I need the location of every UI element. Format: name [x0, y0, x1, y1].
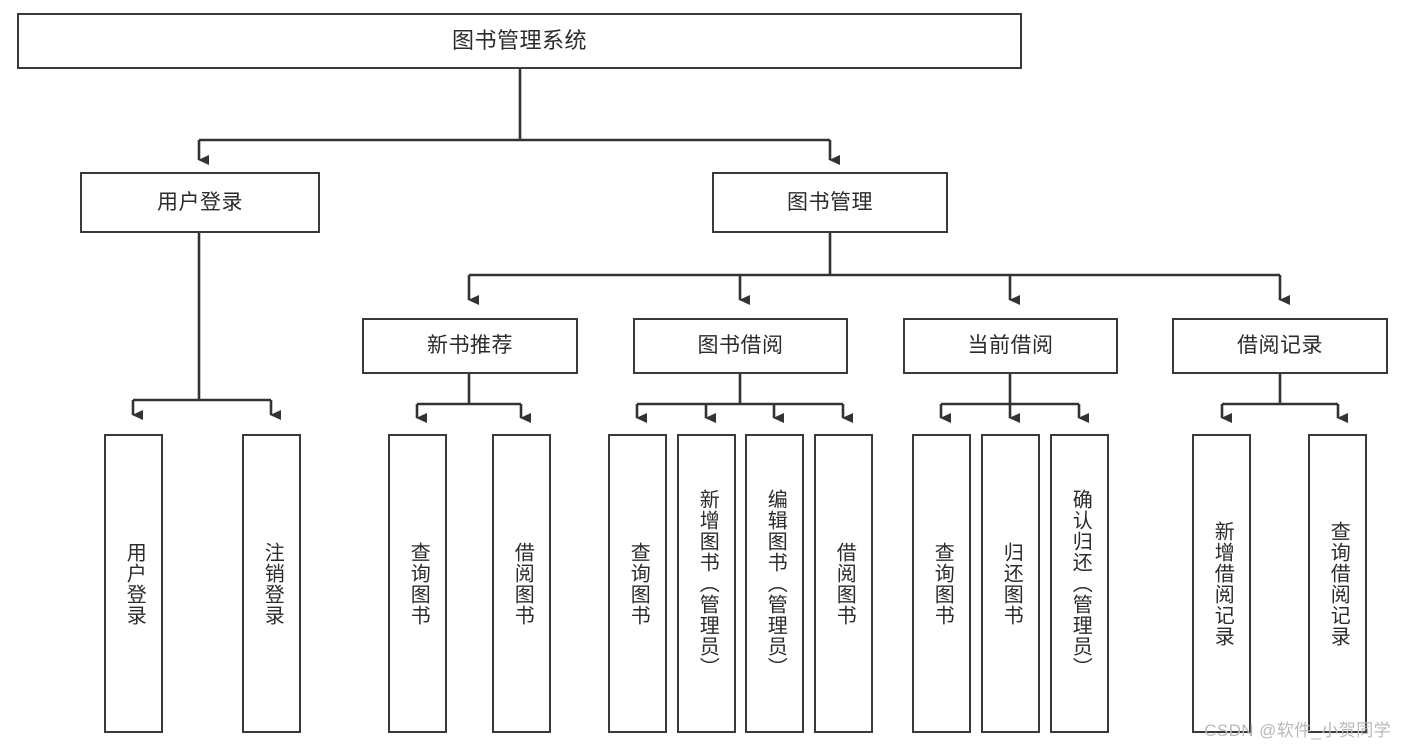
node-book-borrow[interactable]: 图书借阅	[633, 318, 848, 374]
node-label: 借阅图书	[511, 541, 534, 626]
leaf-borrow-book[interactable]: 借阅图书	[814, 434, 873, 733]
leaf-user-login[interactable]: 用户登录	[104, 434, 163, 733]
node-book-management[interactable]: 图书管理	[712, 172, 948, 233]
leaf-query-book-recommend[interactable]: 查询图书	[388, 434, 447, 733]
node-label: 新书推荐	[427, 334, 513, 358]
node-label: 图书借阅	[697, 334, 784, 358]
node-label: 用户登录	[123, 541, 146, 626]
leaf-confirm-return-admin[interactable]: 确认归还（管理员）	[1050, 434, 1109, 733]
node-current-borrow[interactable]: 当前借阅	[903, 318, 1118, 374]
leaf-edit-book-admin[interactable]: 编辑图书（管理员）	[745, 434, 804, 733]
node-user-login[interactable]: 用户登录	[80, 172, 320, 233]
node-label: 注销登录	[261, 541, 284, 626]
node-label: 新增借阅记录	[1211, 520, 1234, 647]
node-label: 当前借阅	[967, 334, 1054, 358]
leaf-query-borrow-record[interactable]: 查询借阅记录	[1308, 434, 1367, 733]
csdn-watermark: CSDN @软件_小贺同学	[1204, 721, 1391, 740]
leaf-add-borrow-record[interactable]: 新增借阅记录	[1192, 434, 1251, 733]
leaf-add-book-admin[interactable]: 新增图书（管理员）	[677, 434, 736, 733]
node-label: 查询借阅记录	[1327, 520, 1350, 647]
leaf-logout[interactable]: 注销登录	[242, 434, 301, 733]
node-borrow-records[interactable]: 借阅记录	[1172, 318, 1388, 374]
leaf-query-book-current[interactable]: 查询图书	[912, 434, 971, 733]
node-label: 查询图书	[407, 541, 430, 626]
node-label: 图书管理	[787, 190, 873, 214]
node-label: 借阅记录	[1237, 334, 1323, 358]
node-label: 借阅图书	[833, 541, 856, 626]
node-label: 查询图书	[931, 541, 954, 626]
node-label: 确认归还（管理员）	[1069, 489, 1092, 678]
node-label: 查询图书	[627, 541, 650, 626]
node-label: 用户登录	[157, 190, 243, 214]
leaf-borrow-book-recommend[interactable]: 借阅图书	[492, 434, 551, 733]
leaf-return-book[interactable]: 归还图书	[981, 434, 1040, 733]
node-new-book-recommend[interactable]: 新书推荐	[362, 318, 578, 374]
node-root-system[interactable]: 图书管理系统	[17, 13, 1022, 69]
leaf-query-book-borrow[interactable]: 查询图书	[608, 434, 667, 733]
node-label: 图书管理系统	[451, 27, 587, 53]
node-label: 新增图书（管理员）	[696, 489, 719, 678]
node-label: 编辑图书（管理员）	[764, 489, 787, 678]
node-label: 归还图书	[1000, 541, 1023, 626]
